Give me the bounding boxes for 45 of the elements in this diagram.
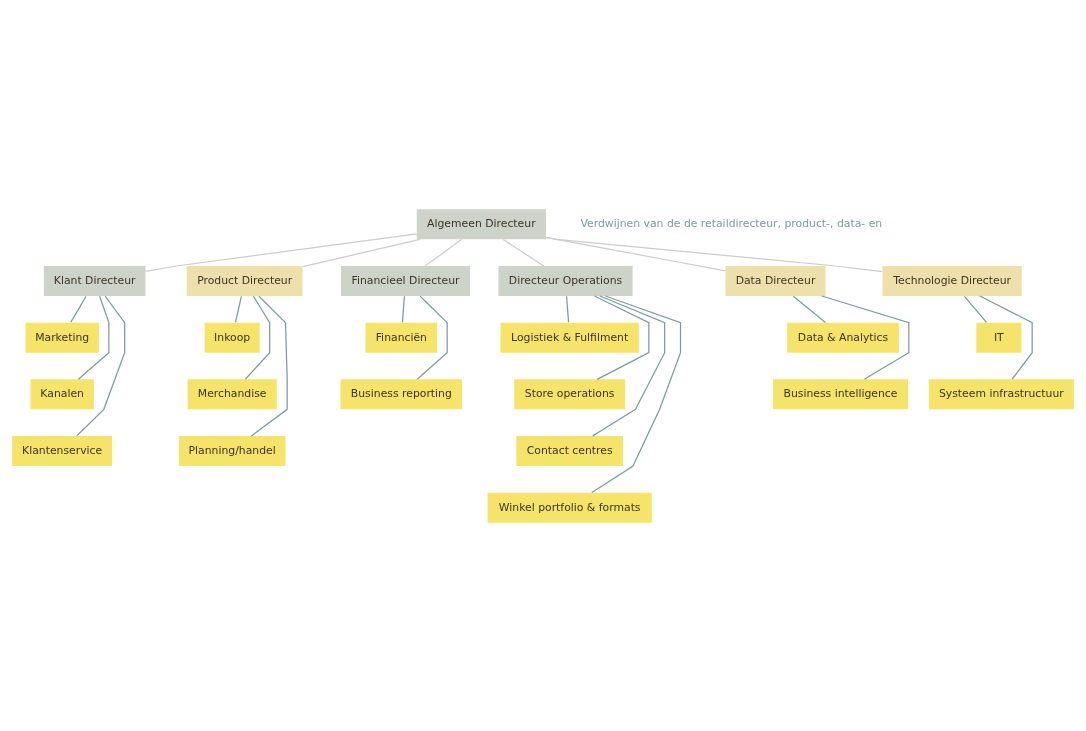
connector bbox=[76, 295, 126, 436]
node-box: Technologie Directeur bbox=[882, 265, 1022, 296]
connector bbox=[244, 295, 271, 380]
node-box: Store operations bbox=[514, 378, 626, 409]
connector bbox=[792, 295, 826, 323]
node-box: Winkel portfolio & formats bbox=[487, 492, 652, 523]
node-box: Merchandise bbox=[187, 378, 277, 409]
node-box: Logistiek & Fulfilment bbox=[500, 322, 639, 353]
label: Verdwijnen van de de retaildirecteur, product-, data- en bbox=[580, 216, 883, 230]
connector bbox=[821, 294, 910, 380]
connector bbox=[401, 295, 406, 323]
connector bbox=[545, 236, 883, 272]
node-box: Algemeen Directeur bbox=[416, 208, 546, 239]
connector bbox=[963, 295, 988, 323]
node-box: Financieel Directeur bbox=[340, 265, 471, 296]
node-box: Data & Analytics bbox=[787, 322, 899, 353]
node-box: Kanalen bbox=[30, 378, 94, 409]
node-box: Business intelligence bbox=[773, 378, 908, 409]
node-box: Marketing bbox=[25, 322, 99, 353]
connector bbox=[502, 238, 545, 267]
node-box: Directeur Operations bbox=[498, 265, 633, 296]
node-box: Planning/handel bbox=[178, 435, 286, 466]
connector bbox=[77, 295, 110, 380]
connector bbox=[592, 294, 666, 436]
node-box: Klantenservice bbox=[12, 435, 113, 466]
connector bbox=[591, 294, 682, 493]
connector bbox=[416, 295, 448, 380]
node-box: Financiën bbox=[365, 322, 438, 353]
connector bbox=[145, 232, 418, 272]
connector bbox=[302, 238, 421, 267]
node-box: Systeem infrastructuur bbox=[928, 378, 1074, 409]
connector bbox=[979, 294, 1033, 380]
node-box: Klant Directeur bbox=[43, 265, 146, 296]
node-box: IT bbox=[976, 322, 1022, 353]
connector bbox=[565, 295, 570, 323]
connector bbox=[250, 295, 288, 436]
connector bbox=[424, 238, 463, 266]
node-box: Business reporting bbox=[340, 378, 463, 409]
connector bbox=[70, 295, 87, 323]
node-box: Contact centres bbox=[516, 435, 623, 466]
connector bbox=[593, 294, 650, 380]
connector bbox=[234, 295, 242, 323]
node-box: Inkoop bbox=[204, 322, 260, 353]
node-box: Data Directeur bbox=[725, 265, 826, 296]
node-box: Product Directeur bbox=[186, 265, 303, 296]
